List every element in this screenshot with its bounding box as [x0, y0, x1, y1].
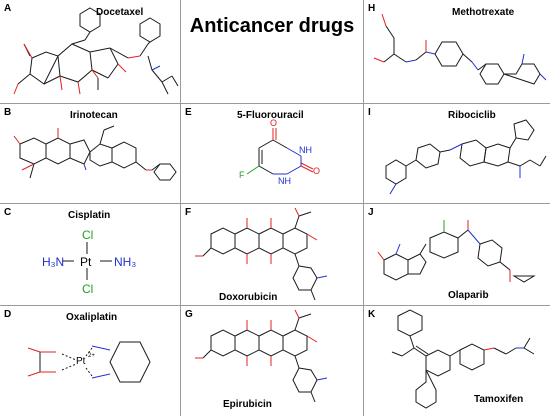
panel-irinotecan: B Irinotecan [0, 104, 181, 204]
irinotecan-structure [13, 125, 177, 181]
drug-name-epirubicin: Epirubicin [223, 399, 272, 410]
tamoxifen-structure [391, 309, 535, 409]
epirubicin-structure [195, 309, 328, 403]
pt-charge: 2+ [88, 353, 95, 359]
drug-name-docetaxel: Docetaxel [96, 7, 144, 18]
panel-title: Anticancer drugs [181, 0, 364, 104]
panel-letter: A [4, 3, 12, 14]
drug-name-tamoxifen: Tamoxifen [474, 394, 524, 405]
drug-name-ribociclib: Ribociclib [448, 110, 496, 121]
atom-h3n: H₃N [42, 255, 65, 269]
atom-nh3: NH₃ [114, 255, 137, 269]
panel-epirubicin: G Epirubicin [181, 306, 364, 416]
panel-letter: H [368, 3, 376, 14]
panel-letter: E [185, 107, 192, 118]
panel-letter: F [185, 207, 192, 218]
panel-letter: G [185, 309, 193, 320]
panel-letter: B [4, 107, 12, 118]
panel-letter: J [368, 207, 374, 218]
olaparib-structure [377, 220, 536, 283]
panel-tamoxifen: K Tamoxifen [364, 306, 550, 416]
panel-letter: C [4, 207, 12, 218]
panel-letter: D [4, 309, 12, 320]
atom-cl-top: Cl [82, 228, 94, 242]
panel-docetaxel: A Docetaxel [0, 0, 181, 104]
oxaliplatin-structure [27, 341, 151, 383]
panel-ribociclib: I Ribociclib [364, 104, 550, 204]
drug-name-5-fluorouracil: 5-Fluorouracil [237, 110, 304, 121]
methotrexate-structure [373, 13, 547, 85]
atom-f: F [239, 170, 245, 180]
atom-o: O [313, 166, 321, 176]
doxorubicin-structure [195, 207, 328, 301]
atom-nh: NH [299, 145, 312, 155]
atom-pt: Pt [76, 356, 86, 367]
drug-name-doxorubicin: Doxorubicin [219, 292, 278, 303]
panel-oxaliplatin: D Oxaliplatin Pt 2+ [0, 306, 181, 416]
panel-doxorubicin: F Doxorubicin [181, 204, 364, 306]
drug-name-irinotecan: Irinotecan [70, 110, 118, 121]
atom-cl-bottom: Cl [82, 282, 94, 296]
panel-methotrexate: H Methotrexate [364, 0, 550, 104]
atom-pt: Pt [80, 255, 92, 269]
drug-name-methotrexate: Methotrexate [452, 7, 515, 18]
panel-letter: I [368, 107, 371, 118]
docetaxel-structure [13, 7, 179, 95]
drug-name-oxaliplatin: Oxaliplatin [66, 312, 118, 323]
drug-name-cisplatin: Cisplatin [68, 210, 111, 221]
atom-o: O [270, 118, 278, 128]
panel-5-fluorouracil: E 5-Fluorouracil O NH O NH F [181, 104, 364, 204]
figure-title: Anticancer drugs [189, 15, 355, 37]
atom-nh: NH [278, 176, 291, 186]
panel-letter: K [368, 309, 376, 320]
panel-olaparib: J Olaparib [364, 204, 550, 306]
panel-cisplatin: C Cisplatin Cl H₃N Pt NH₃ Cl [0, 204, 181, 306]
fluorouracil-structure [246, 128, 314, 175]
cisplatin-structure [62, 242, 112, 280]
drug-name-olaparib: Olaparib [448, 290, 489, 301]
ribociclib-structure [385, 119, 547, 195]
